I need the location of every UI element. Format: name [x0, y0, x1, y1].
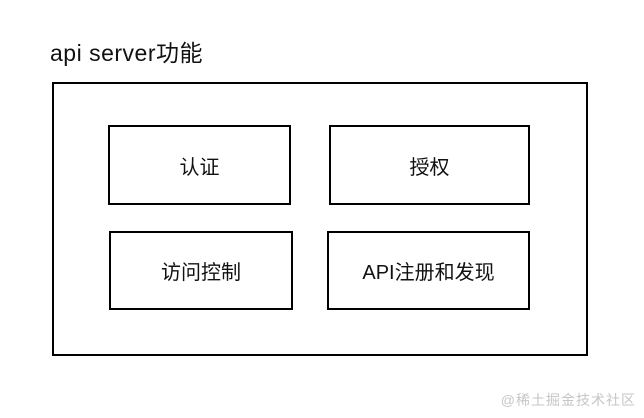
api-server-outer-box: 认证 授权 访问控制 API注册和发现: [52, 82, 588, 356]
function-box-access-control: 访问控制: [109, 231, 293, 310]
function-box-authorization: 授权: [329, 125, 530, 205]
diagram-title: api server功能: [50, 40, 203, 66]
function-box-api-registry-discovery-label: API注册和发现: [362, 262, 495, 284]
function-box-api-registry-discovery: API注册和发现: [327, 231, 530, 310]
watermark: @稀土掘金技术社区: [500, 392, 636, 408]
function-box-authentication: 认证: [108, 125, 291, 205]
function-box-authentication-label: 认证: [179, 156, 220, 179]
function-box-authorization-label: 授权: [409, 156, 450, 179]
function-box-access-control-label: 访问控制: [161, 262, 241, 284]
